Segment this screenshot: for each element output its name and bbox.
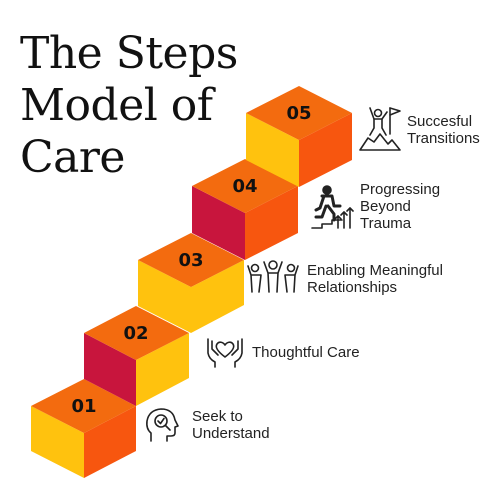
step-01-top-face [31,379,136,433]
step-04-label-line: Beyond [360,198,411,215]
step-05-label: Succesful Transitions [407,113,480,147]
step-01-left-face [31,406,84,478]
step-05: 05 [246,86,352,187]
step-01-right-face [84,406,136,478]
step-04-label: Progressing Beyond Trauma [360,181,440,232]
person-climbing-icon [308,184,354,230]
step-05-number: 05 [286,103,311,124]
diagram-title: The Steps Model of Care [20,28,238,184]
step-04-number: 04 [232,176,257,197]
step-02-right-face [136,333,189,406]
step-05-label-line: Succesful [407,113,473,130]
step-01-label-line: Seek to [192,408,243,425]
step-01-number: 01 [71,396,96,417]
group-people-icon [244,258,302,296]
step-02-top-face [84,306,189,360]
step-03-number: 03 [178,250,203,271]
head-search-icon [143,405,183,445]
step-01-label-line: Understand [192,425,270,442]
step-05-left-face [246,113,299,187]
step-02-label: Thoughtful Care [252,344,360,361]
step-03-top-face [138,233,244,287]
step-05-top-face [246,86,352,140]
step-02: 02 [84,306,189,406]
step-04-label-line: Trauma [360,215,412,232]
step-05-label-line: Transitions [407,130,480,147]
step-02-number: 02 [123,323,148,344]
step-03-left-face [138,260,191,333]
step-03-label: Enabling Meaningful Relationships [307,262,443,296]
step-03-label-line: Enabling Meaningful [307,262,443,279]
step-02-label-line: Thoughtful Care [252,344,360,361]
step-02-left-face [84,333,136,406]
step-03-label-line: Relationships [307,279,398,296]
title-line-1: The Steps [20,28,238,79]
step-05-right-face [299,113,352,187]
title-line-3: Care [20,132,125,183]
step-01: 01 [31,379,136,478]
heart-hands-icon [204,331,246,369]
step-04-label-line: Progressing [360,181,441,198]
step-01-label: Seek to Understand [192,408,270,442]
title-line-2: Model of [20,80,213,131]
step-04-left-face [192,186,245,260]
step-04-right-face [245,186,298,260]
step-03-right-face [191,260,244,333]
step-03: 03 [138,233,244,333]
summit-flag-icon [358,104,402,152]
